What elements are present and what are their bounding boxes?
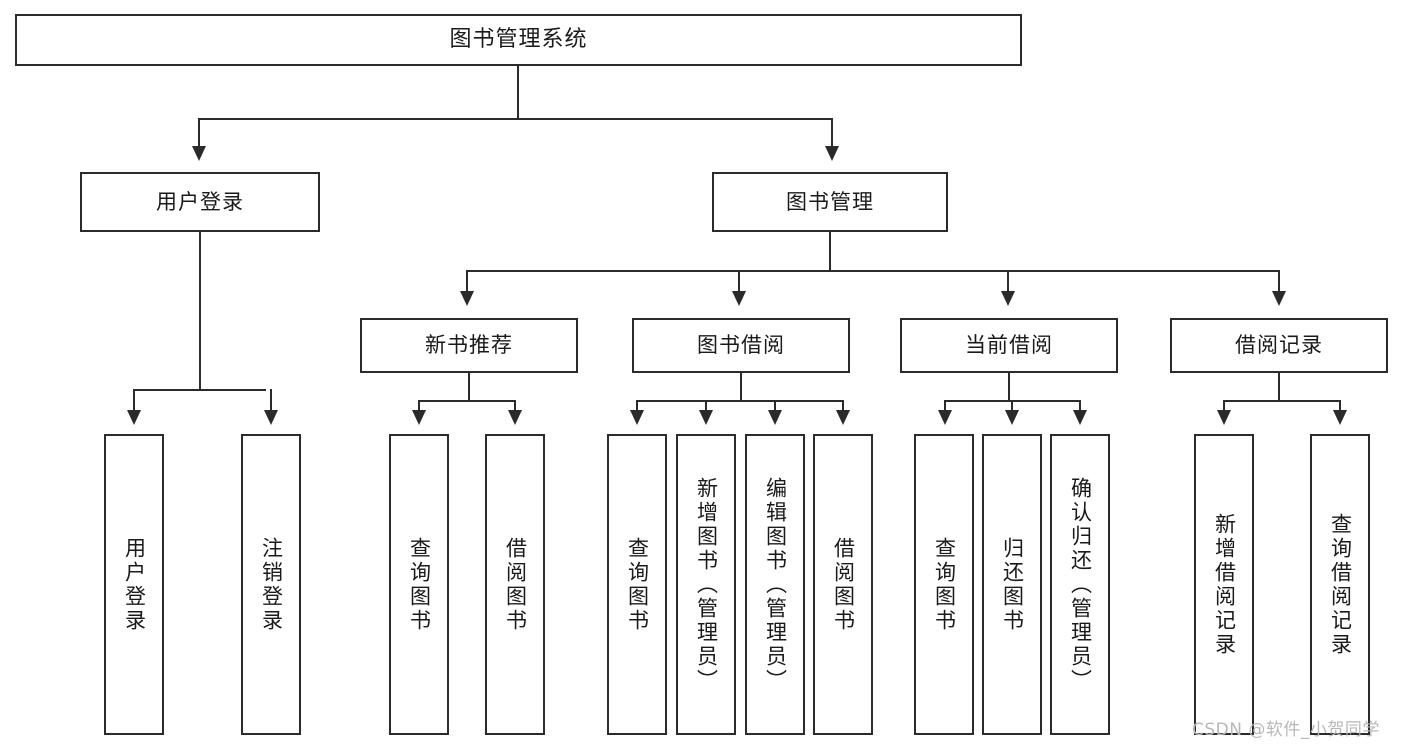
connector-borrow-record-bus (1223, 400, 1341, 402)
leaf-borrow-record-query-record[interactable]: 查询借阅记录 (1310, 434, 1370, 735)
arrowhead-current-borrow-leaf-2 (1005, 410, 1019, 425)
leaf-book-borrow-query-book[interactable]: 查询图书 (607, 434, 667, 735)
node-borrow-record[interactable]: 借阅记录 (1170, 318, 1388, 373)
node-new-book-recommend[interactable]: 新书推荐 (360, 318, 578, 373)
connector-book-management-bus (466, 270, 1280, 272)
connector-borrow-record-drop-1 (1223, 400, 1225, 412)
node-label: 借阅图书 (831, 536, 856, 633)
connector-user-login-drop-1 (133, 389, 135, 412)
node-label: 确认归还（管理员） (1068, 476, 1093, 693)
node-label: 查询图书 (932, 536, 957, 633)
node-label: 新增借阅记录 (1212, 512, 1237, 657)
connector-root-stem (517, 66, 519, 119)
node-label: 注销登录 (259, 536, 284, 633)
arrowhead-book-borrow-leaf-1 (630, 410, 644, 425)
arrowhead-user-login-leaf-1 (127, 410, 141, 425)
connector-root-bus (198, 118, 833, 120)
connector-current-borrow-drop-3 (1079, 400, 1081, 412)
leaf-borrow-record-add-record[interactable]: 新增借阅记录 (1194, 434, 1254, 735)
connector-user-login-bus (133, 389, 266, 391)
node-label: 借阅记录 (1235, 333, 1323, 358)
arrowhead-root-to-book-management (825, 146, 839, 161)
connector-book-borrow-bus (636, 400, 844, 402)
connector-user-login-stem (199, 232, 201, 390)
arrowhead-current-borrow-leaf-3 (1073, 410, 1087, 425)
arrowhead-user-login-leaf-2 (264, 410, 278, 425)
node-user-login[interactable]: 用户登录 (80, 172, 320, 232)
connector-new-book-drop-1 (418, 400, 420, 412)
arrowhead-borrow-record-leaf-2 (1333, 410, 1347, 425)
arrowhead-bm-to-new-book (460, 291, 474, 306)
node-label: 图书借阅 (697, 333, 785, 358)
node-label: 借阅图书 (503, 536, 528, 633)
connector-current-borrow-drop-1 (944, 400, 946, 412)
connector-book-management-stem (829, 232, 831, 271)
connector-bm-drop-4 (1278, 270, 1280, 293)
leaf-new-book-borrow-book[interactable]: 借阅图书 (485, 434, 545, 735)
node-book-management[interactable]: 图书管理 (712, 172, 948, 232)
node-current-borrow[interactable]: 当前借阅 (900, 318, 1118, 373)
leaf-user-login-logout[interactable]: 注销登录 (241, 434, 301, 735)
connector-current-borrow-drop-2 (1011, 400, 1013, 412)
connector-root-to-user-login (198, 118, 200, 148)
arrowhead-bm-to-book-borrow (732, 291, 746, 306)
node-label: 新增图书（管理员） (694, 476, 719, 693)
node-label: 新书推荐 (425, 333, 513, 358)
leaf-book-borrow-add-book-admin[interactable]: 新增图书（管理员） (676, 434, 736, 735)
arrowhead-book-borrow-leaf-4 (836, 410, 850, 425)
leaf-user-login-login[interactable]: 用户登录 (104, 434, 164, 735)
node-label: 用户登录 (156, 189, 244, 214)
leaf-book-borrow-borrow-book[interactable]: 借阅图书 (813, 434, 873, 735)
leaf-book-borrow-edit-book-admin[interactable]: 编辑图书（管理员） (745, 434, 805, 735)
arrowhead-bm-to-current-borrow (1001, 291, 1015, 306)
node-root-book-management-system[interactable]: 图书管理系统 (15, 14, 1022, 66)
connector-new-book-drop-2 (514, 400, 516, 412)
connector-book-borrow-drop-1 (636, 400, 638, 412)
arrowhead-new-book-leaf-1 (412, 410, 426, 425)
arrowhead-book-borrow-leaf-2 (699, 410, 713, 425)
connector-root-to-book-management (831, 118, 833, 148)
connector-book-borrow-drop-2 (705, 400, 707, 412)
connector-book-borrow-stem (740, 373, 742, 401)
leaf-current-borrow-query-book[interactable]: 查询图书 (914, 434, 974, 735)
connector-book-borrow-drop-4 (842, 400, 844, 412)
connector-borrow-record-stem (1278, 373, 1280, 401)
leaf-current-borrow-confirm-return-admin[interactable]: 确认归还（管理员） (1050, 434, 1110, 735)
arrowhead-book-borrow-leaf-3 (768, 410, 782, 425)
node-book-borrow[interactable]: 图书借阅 (632, 318, 850, 373)
connector-bm-drop-3 (1007, 270, 1009, 293)
csdn-watermark: CSDN @软件_小贺同学 (1192, 720, 1380, 740)
connector-new-book-stem (468, 373, 470, 401)
node-label: 图书管理 (786, 189, 874, 214)
leaf-current-borrow-return-book[interactable]: 归还图书 (982, 434, 1042, 735)
node-label: 查询借阅记录 (1328, 512, 1353, 657)
connector-current-borrow-stem (1008, 373, 1010, 401)
node-label: 图书管理系统 (449, 27, 588, 53)
connector-borrow-record-drop-2 (1339, 400, 1341, 412)
connector-user-login-drop-2 (270, 389, 272, 412)
node-label: 当前借阅 (965, 333, 1053, 358)
arrowhead-borrow-record-leaf-1 (1217, 410, 1231, 425)
arrowhead-new-book-leaf-2 (508, 410, 522, 425)
node-label: 用户登录 (122, 536, 147, 633)
node-label: 查询图书 (407, 536, 432, 633)
node-label: 编辑图书（管理员） (763, 476, 788, 693)
connector-bm-drop-1 (466, 270, 468, 293)
node-label: 查询图书 (625, 536, 650, 633)
node-label: 归还图书 (1000, 536, 1025, 633)
leaf-new-book-query-book[interactable]: 查询图书 (389, 434, 449, 735)
arrowhead-root-to-user-login (192, 146, 206, 161)
connector-book-borrow-drop-3 (774, 400, 776, 412)
connector-new-book-bus (418, 400, 516, 402)
connector-bm-drop-2 (738, 270, 740, 293)
arrowhead-current-borrow-leaf-1 (938, 410, 952, 425)
arrowhead-bm-to-borrow-record (1272, 291, 1286, 306)
